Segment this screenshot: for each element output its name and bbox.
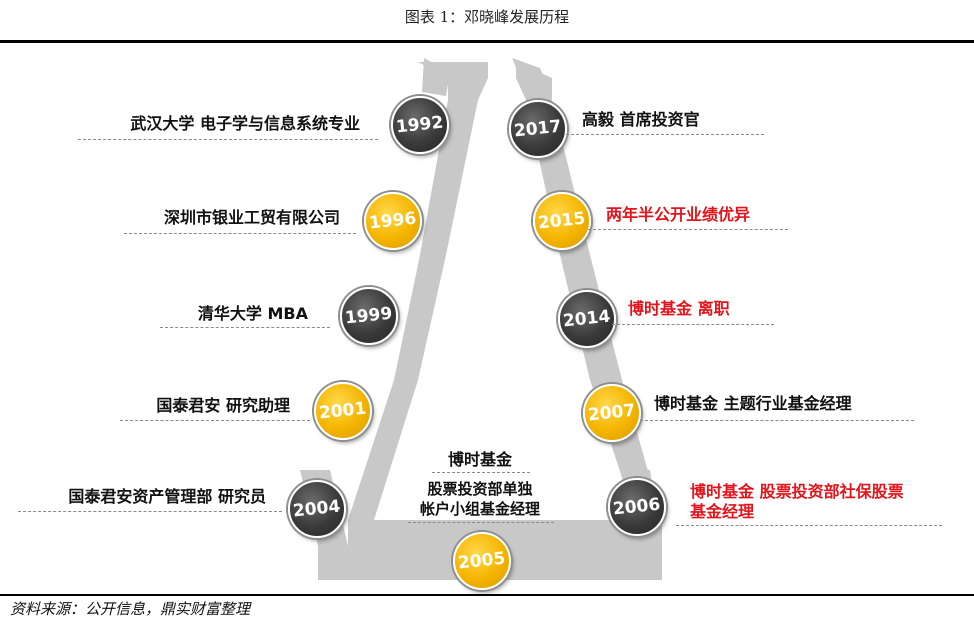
node-2017: 2017 bbox=[509, 100, 567, 158]
label-2005-line2: 帐户小组基金经理 bbox=[419, 500, 540, 518]
label-1999: 清华大学 MBA bbox=[197, 304, 308, 323]
dash-2014 bbox=[612, 324, 774, 325]
label-2017: 高毅 首席投资官 bbox=[582, 110, 700, 129]
node-2004: 2004 bbox=[288, 480, 346, 538]
dash-2015 bbox=[588, 229, 788, 230]
bottom-rule bbox=[0, 594, 974, 596]
node-2015: 2015 bbox=[533, 192, 591, 250]
node-2005: 2005 bbox=[453, 532, 511, 590]
dash-2006 bbox=[676, 525, 942, 526]
node-1992: 1992 bbox=[391, 96, 449, 154]
node-2006: 2006 bbox=[608, 478, 666, 536]
node-2001: 2001 bbox=[314, 382, 372, 440]
dash-2007 bbox=[640, 420, 914, 421]
dash-2004 bbox=[18, 511, 282, 512]
dash-2017 bbox=[566, 134, 764, 135]
dash-2005 bbox=[408, 522, 554, 523]
node-1999: 1999 bbox=[340, 287, 398, 345]
label-2005-title: 博时基金 bbox=[447, 450, 512, 469]
left-arrow-tip bbox=[422, 58, 450, 96]
label-2006-line2: 基金经理 bbox=[690, 502, 755, 521]
label-2014: 博时基金 离职 bbox=[628, 299, 730, 318]
top-rule bbox=[0, 40, 974, 43]
label-1996: 深圳市银业工贸有限公司 bbox=[163, 208, 340, 227]
node-2014: 2014 bbox=[558, 290, 616, 348]
dash-1996 bbox=[124, 233, 356, 234]
node-1996: 1996 bbox=[364, 192, 422, 250]
label-2015: 两年半公开业绩优异 bbox=[606, 205, 751, 224]
node-2007: 2007 bbox=[583, 384, 641, 442]
dash-2005-title bbox=[432, 472, 530, 473]
label-1992: 武汉大学 电子学与信息系统专业 bbox=[130, 114, 360, 133]
label-2006-line1: 博时基金 股票投资部社保股票 bbox=[690, 482, 904, 501]
dash-1999 bbox=[160, 327, 330, 328]
dash-2001 bbox=[120, 420, 310, 421]
label-2005-line1: 股票投资部单独 bbox=[427, 480, 533, 498]
label-2004: 国泰君安资产管理部 研究员 bbox=[68, 487, 266, 506]
right-arrow-tip bbox=[512, 58, 552, 96]
dash-1992 bbox=[78, 139, 378, 140]
label-2007: 博时基金 主题行业基金经理 bbox=[654, 394, 852, 413]
source-note: 资料来源：公开信息，鼎实财富整理 bbox=[10, 600, 251, 618]
label-2001: 国泰君安 研究助理 bbox=[156, 396, 290, 415]
figure-caption: 图表 1：邓晓峰发展历程 bbox=[404, 8, 570, 26]
